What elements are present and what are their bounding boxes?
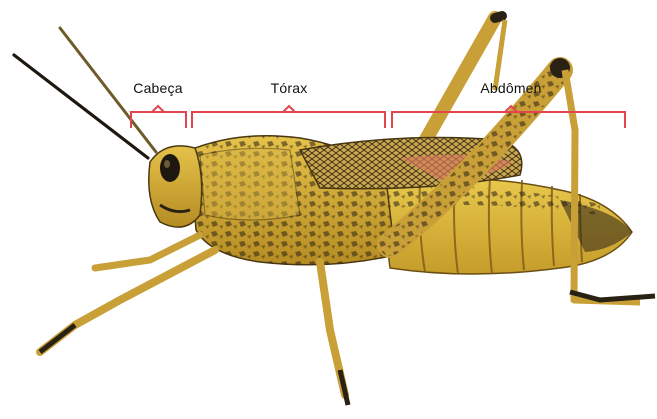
thorax-label: Tórax — [271, 80, 308, 96]
head-bracket — [131, 106, 186, 128]
head-label: Cabeça — [133, 80, 182, 96]
region-brackets — [131, 106, 625, 128]
thorax-bracket — [192, 106, 385, 128]
head-body — [149, 146, 202, 227]
abdomen-label: Abdômen — [480, 80, 541, 96]
